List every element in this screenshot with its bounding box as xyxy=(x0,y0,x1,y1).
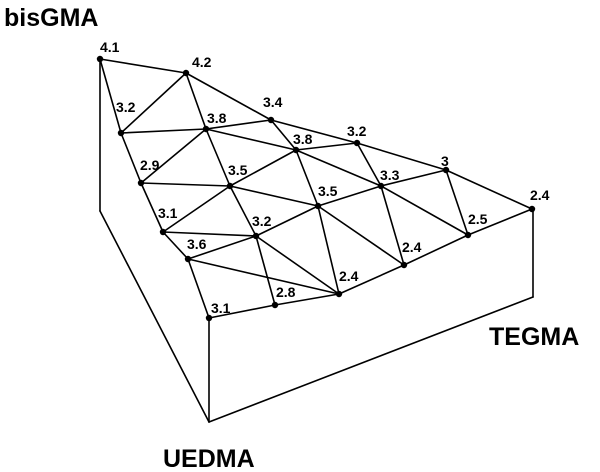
value-label-p10: 3.1 xyxy=(158,205,178,221)
value-label-p4: 3.8 xyxy=(207,110,227,126)
mesh-edge-p11-p12 xyxy=(255,205,319,237)
mesh-edge-p17-p18 xyxy=(403,234,469,266)
mesh-edge-p10-p11 xyxy=(162,231,257,237)
mesh-edge-p3-p6 xyxy=(120,132,142,184)
value-label-p14: 3 xyxy=(441,153,449,169)
value-label-p9: 3.2 xyxy=(347,123,367,139)
mesh-edge-p11-p16 xyxy=(255,235,340,295)
value-label-p11: 3.2 xyxy=(252,213,272,229)
surface-node-p5 xyxy=(267,116,275,124)
mesh-edge-p9-p14 xyxy=(356,142,447,171)
value-label-p5: 3.4 xyxy=(263,94,283,110)
mesh-edge-p4-p8 xyxy=(205,128,297,151)
surface-node-p17 xyxy=(400,261,408,269)
surface-node-p11 xyxy=(252,232,260,240)
value-label-p21: 2.8 xyxy=(276,284,296,300)
mesh-edge-p15-p16 xyxy=(187,258,340,295)
mesh-edge-p21-p16 xyxy=(274,293,340,306)
box-edge-4 xyxy=(208,296,534,423)
mesh-edge-p3-p2 xyxy=(120,72,187,134)
mesh-edge-p7-p12 xyxy=(229,185,319,207)
value-label-p1: 4.1 xyxy=(100,39,120,55)
value-label-p7: 3.5 xyxy=(228,162,248,178)
value-label-p18: 2.5 xyxy=(468,211,488,227)
mesh-edge-p13-p18 xyxy=(380,185,469,236)
surface-node-p6 xyxy=(137,179,145,187)
mesh-edge-p4-p7 xyxy=(205,128,231,187)
mesh-edge-p6-p10 xyxy=(140,182,164,233)
value-label-p15: 3.6 xyxy=(187,236,207,252)
mesh-edge-p8-p5 xyxy=(270,119,297,151)
mesh-edge-p14-p19 xyxy=(445,169,533,210)
surface-node-p19 xyxy=(528,205,536,213)
mesh-edge-p8-p13 xyxy=(295,149,382,187)
mesh-edge-p12-p16 xyxy=(317,205,340,295)
mesh-edge-p6-p7 xyxy=(140,182,231,187)
mesh-edge-p1-p2 xyxy=(99,58,187,74)
surface-nodes xyxy=(96,55,536,322)
surface-node-p15 xyxy=(184,255,192,263)
mesh-edge-p6-p4 xyxy=(140,128,207,184)
surface-node-p12 xyxy=(314,202,322,210)
mesh-edge-p8-p9 xyxy=(295,142,358,151)
surface-value-labels: 4.1 4.2 3.2 3.8 3.4 2.9 3.5 3.8 3.2 3.1 3.2 3.5 3.3 3… xyxy=(100,39,550,316)
mesh-edge-p13-p9 xyxy=(356,142,382,187)
mesh-edge-p15-p20 xyxy=(187,258,210,319)
value-label-p13: 3.3 xyxy=(380,167,400,183)
mesh-edge-p15-p11 xyxy=(187,235,257,260)
mesh-edge-p5-p9 xyxy=(270,119,358,144)
mesh-edge-p10-p15 xyxy=(162,231,189,260)
corner-label-uedma: UEDMA xyxy=(163,445,255,472)
box-edge-2 xyxy=(99,210,210,423)
mesh-edge-p2-p5 xyxy=(185,72,272,121)
surface-node-p4 xyxy=(202,125,210,133)
value-label-p16: 2.4 xyxy=(339,268,359,284)
value-label-p12: 3.5 xyxy=(318,183,338,199)
mesh-edge-p12-p8 xyxy=(295,149,319,207)
value-label-p6: 2.9 xyxy=(140,157,160,173)
mesh-edge-p18-p19 xyxy=(467,208,533,236)
mesh-edge-p10-p7 xyxy=(162,185,231,233)
mesh-edge-p2-p4 xyxy=(185,72,207,130)
surface-node-p10 xyxy=(159,228,167,236)
mesh-edge-p16-p17 xyxy=(338,264,405,295)
mesh-edge-p17-p13 xyxy=(380,185,405,266)
mesh-edge-p12-p13 xyxy=(317,185,382,207)
mesh-edge-p7-p8 xyxy=(229,149,297,187)
surface-node-p7 xyxy=(226,182,234,190)
mesh-edge-p20-p21 xyxy=(208,304,276,319)
corner-label-bisgma: bisGMA xyxy=(4,4,98,32)
mesh-edge-p13-p14 xyxy=(380,169,447,187)
surface-node-p9 xyxy=(353,139,361,147)
mesh-edge-p11-p21 xyxy=(255,235,276,306)
surface-node-p13 xyxy=(377,182,385,190)
mesh-edge-p4-p5 xyxy=(205,119,272,130)
value-label-p17: 2.4 xyxy=(402,239,422,255)
mesh-edge-p3-p4 xyxy=(120,128,207,134)
surface-node-p14 xyxy=(442,166,450,174)
value-label-p3: 3.2 xyxy=(116,99,136,115)
surface-node-p21 xyxy=(271,301,279,309)
surface-node-p3 xyxy=(117,129,125,137)
triangulated-surface-mesh xyxy=(99,58,533,319)
surface-node-p16 xyxy=(335,290,343,298)
mesh-edge-p7-p11 xyxy=(229,185,257,237)
mesh-edge-p1-p3 xyxy=(99,58,122,134)
corner-label-tegma: TEGMA xyxy=(489,323,579,351)
value-label-p8: 3.8 xyxy=(293,131,313,147)
surface-node-p2 xyxy=(182,69,190,77)
surface-node-p1 xyxy=(96,55,104,63)
value-label-p20: 3.1 xyxy=(211,300,231,316)
surface-node-p8 xyxy=(292,146,300,154)
surface-node-p18 xyxy=(464,231,472,239)
prism-box-edges xyxy=(99,58,534,423)
surface-node-p20 xyxy=(205,314,213,322)
value-label-p19: 2.4 xyxy=(530,187,550,203)
mesh-edge-p18-p14 xyxy=(445,169,469,236)
mesh-edge-p12-p17 xyxy=(317,205,405,266)
value-label-p2: 4.2 xyxy=(192,54,212,70)
